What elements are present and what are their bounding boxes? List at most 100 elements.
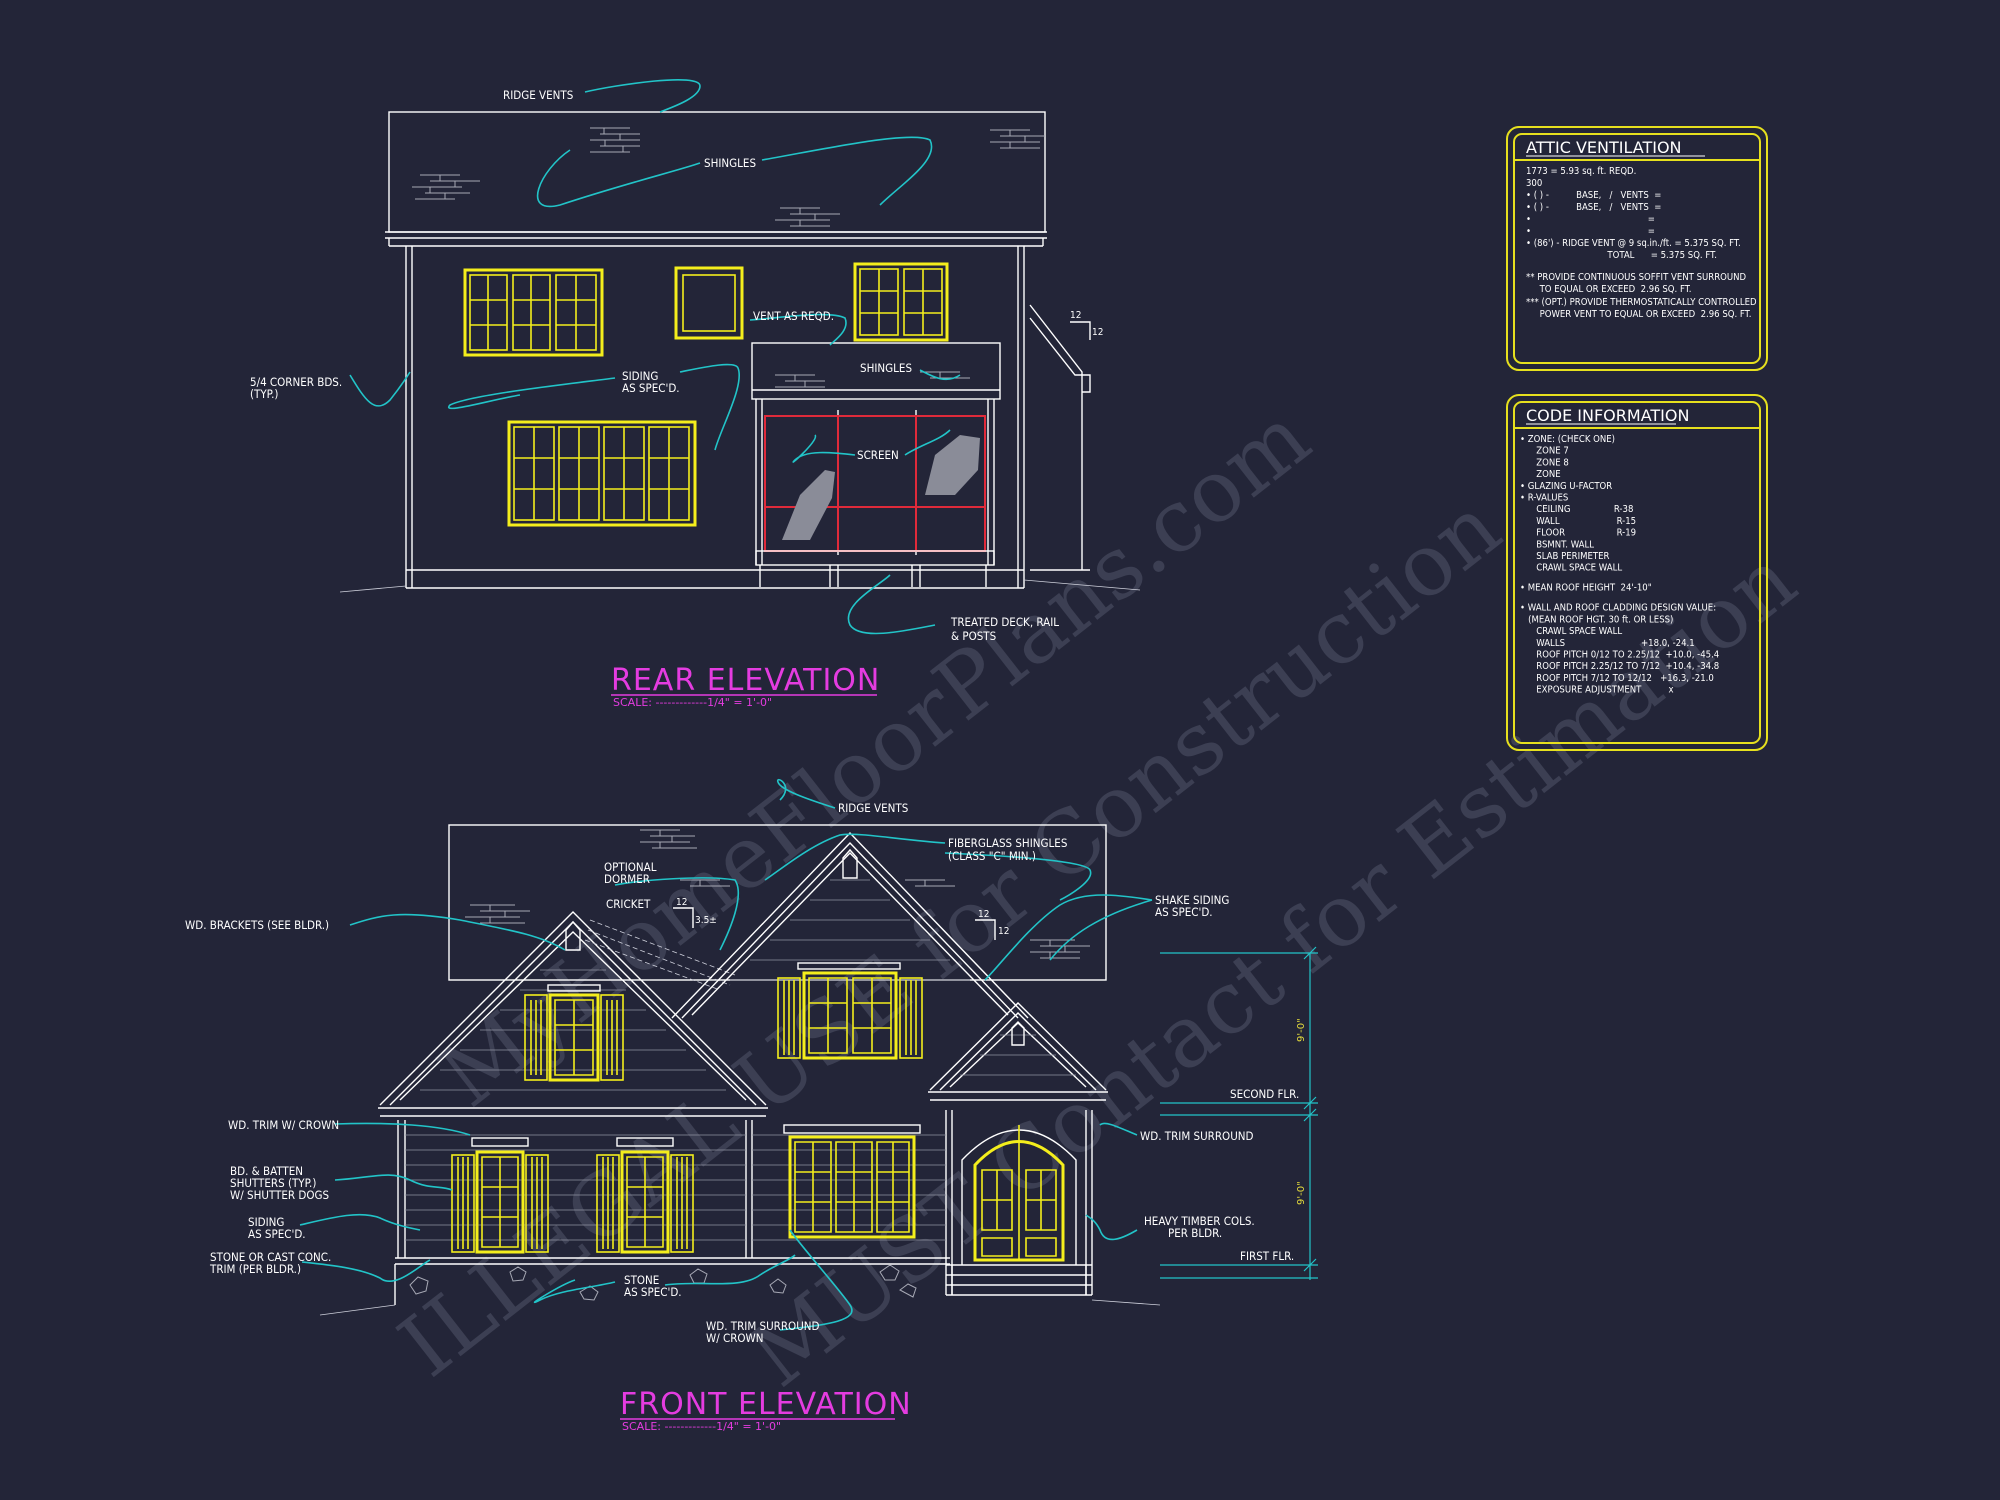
code-information-line: • MEAN ROOF HEIGHT 24'-10": [1520, 583, 1652, 594]
screen-reflection-right: [925, 435, 980, 495]
rear-label-deck-1: TREATED DECK, RAIL: [950, 615, 1059, 629]
code-information-line: ZONE 8: [1520, 457, 1569, 468]
attic-ventilation-line: TO EQUAL OR EXCEED 2.96 SQ. FT.: [1526, 284, 1692, 295]
code-information-line: • ZONE: (CHECK ONE): [1520, 434, 1615, 445]
front-label-fiberglass-1: FIBERGLASS SHINGLES: [948, 836, 1067, 850]
rear-window-upper-right: [853, 262, 949, 342]
rear-pitch-a: 12: [1070, 310, 1081, 321]
code-information-line: • R-VALUES: [1520, 493, 1568, 504]
attic-ventilation-line: *** (OPT.) PROVIDE THERMOSTATICALLY CONT…: [1526, 297, 1757, 308]
front-label-siding-2: AS SPEC'D.: [248, 1227, 306, 1241]
code-information-lines: • ZONE: (CHECK ONE) ZONE 7 ZONE 8 ZONE• …: [1520, 434, 1719, 696]
front-label-ridge-vents: RIDGE VENTS: [838, 801, 908, 815]
rear-pitch-symbol: [1070, 321, 1091, 340]
front-window-left: [451, 1137, 549, 1254]
front-dormer-window-left: [524, 984, 624, 1082]
rear-label-shingles: SHINGLES: [704, 156, 756, 170]
code-information-line: ROOF PITCH 7/12 TO 12/12 +16.3, -21.0: [1520, 673, 1714, 684]
code-information-line: FLOOR R-19: [1520, 528, 1636, 539]
rear-label-corner-bds-2: (TYP.): [250, 387, 278, 401]
front-window-center: [783, 1124, 921, 1239]
front-label-shake-1: SHAKE SIDING: [1155, 893, 1229, 907]
code-information-line: WALLS +18.0, -24.1: [1520, 638, 1695, 649]
attic-ventilation-line: POWER VENT TO EQUAL OR EXCEED 2.96 SQ. F…: [1526, 309, 1751, 320]
code-information-line: EXPOSURE ADJUSTMENT x: [1520, 685, 1674, 696]
rear-elevation-title: REAR ELEVATION: [611, 663, 880, 698]
front-label-dormer-2: DORMER: [604, 872, 650, 886]
cricket-pitch-b: 3.5±: [695, 915, 717, 926]
attic-ventilation-line: 300: [1526, 178, 1542, 189]
code-information-line: • GLAZING U-FACTOR: [1520, 481, 1612, 492]
attic-ventilation-panel: ATTIC VENTILATION 1773 = 5.93 sq. ft. RE…: [1506, 126, 1768, 371]
center-gable-shake: [730, 879, 970, 981]
front-label-trim-crown: WD. TRIM W/ CROWN: [228, 1118, 339, 1132]
front-leaders: [299, 778, 1153, 1331]
front-elevation-title: FRONT ELEVATION: [620, 1387, 912, 1422]
code-information-line: ZONE 7: [1520, 446, 1569, 457]
rear-screened-porch: [751, 342, 1001, 587]
front-label-stone-1: STONE: [624, 1273, 659, 1287]
rear-label-siding-1: SIDING: [622, 369, 658, 383]
rear-label-siding-2: AS SPEC'D.: [622, 381, 680, 395]
code-information-line: (MEAN ROOF HGT. 30 ft. OR LESS): [1520, 614, 1673, 625]
rear-label-porch-shingles: SHINGLES: [860, 361, 912, 375]
front-label-cricket: CRICKET: [606, 897, 651, 911]
code-information-line: ZONE: [1520, 469, 1561, 480]
main-pitch-b: 12: [998, 926, 1009, 937]
front-entry-door: [946, 1125, 1092, 1296]
code-information-line: SLAB PERIMETER: [1520, 551, 1610, 562]
code-information-heading: CODE INFORMATION: [1526, 406, 1689, 425]
front-label-shutters-3: W/ SHUTTER DOGS: [230, 1188, 329, 1202]
rear-elevation: 12 12: [250, 78, 1141, 709]
front-label-timber-1: HEAVY TIMBER COLS.: [1144, 1214, 1255, 1228]
main-pitch-symbol: [975, 919, 996, 940]
rear-leaders: [349, 78, 961, 635]
attic-ventilation-line: • (86') - RIDGE VENT @ 9 sq.in./ft. = 5.…: [1526, 238, 1741, 249]
code-information-line: CRAWL SPACE WALL: [1520, 626, 1622, 637]
cricket-pitch-a: 12: [676, 897, 687, 908]
main-pitch-a: 12: [978, 909, 989, 920]
rear-label-deck-2: & POSTS: [951, 629, 996, 643]
rear-label-screen: SCREEN: [857, 448, 899, 462]
attic-ventilation-line: ** PROVIDE CONTINUOUS SOFFIT VENT SURROU…: [1526, 272, 1747, 283]
dim-upper: 9'-0": [1296, 1018, 1307, 1042]
attic-ventilation-line: • ( ) - BASE, / VENTS =: [1526, 202, 1661, 213]
rear-gable-vent: [674, 266, 744, 340]
code-information-line: BSMNT. WALL: [1520, 539, 1594, 550]
front-label-shutters-2: SHUTTERS (TYP.): [230, 1176, 316, 1190]
front-label-timber-2: PER BLDR.: [1168, 1226, 1222, 1240]
attic-ventilation-line: • ( ) - BASE, / VENTS =: [1526, 190, 1661, 201]
front-roof-brick-pattern: [465, 829, 1090, 959]
rear-window-upper-left: [463, 268, 604, 357]
front-label-siding-1: SIDING: [248, 1215, 284, 1229]
attic-ventilation-line: • =: [1526, 226, 1655, 237]
front-window-middle: [596, 1137, 694, 1254]
code-information-line: ROOF PITCH 2.25/12 TO 7/12 +10.4, -34.8: [1520, 661, 1719, 672]
rear-window-lower: [507, 420, 697, 527]
lap-siding: [405, 1134, 946, 1241]
code-information-line: CRAWL SPACE WALL: [1520, 563, 1622, 574]
attic-ventilation-line: • =: [1526, 214, 1655, 225]
code-information-line: CEILING R-38: [1520, 504, 1633, 515]
front-label-fiberglass-2: (CLASS "C" MIN.): [948, 849, 1036, 863]
stone-pattern: [409, 1264, 917, 1301]
front-elevation: 12 3.5± 12 12 9'-0" 9'-0": [185, 778, 1318, 1433]
front-left-gable: [378, 911, 768, 1117]
front-label-trim-surround: WD. TRIM SURROUND: [1140, 1129, 1254, 1143]
attic-ventilation-line: TOTAL = 5.375 SQ. FT.: [1526, 250, 1717, 261]
front-walls: [319, 1110, 1161, 1316]
front-entry-gable: [928, 1002, 1108, 1101]
code-information-line: • WALL AND ROOF CLADDING DESIGN VALUE:: [1520, 603, 1716, 614]
watermark: MyHomeFloorPlans.com ILLEGAL USE for Con…: [381, 387, 1814, 1406]
front-label-trim-surround-crown-2: W/ CROWN: [706, 1331, 764, 1345]
code-information-line: WALL R-15: [1520, 516, 1636, 527]
attic-ventilation-line: 1773 = 5.93 sq. ft. REQD.: [1526, 166, 1636, 177]
attic-ventilation-heading: ATTIC VENTILATION: [1526, 138, 1682, 157]
front-label-first-floor: FIRST FLR.: [1240, 1249, 1294, 1263]
rear-label-corner-bds-1: 5/4 CORNER BDS.: [250, 375, 342, 389]
front-center-gable: [671, 831, 1029, 1019]
front-label-dormer-1: OPTIONAL: [604, 860, 657, 874]
front-label-stone-2: AS SPEC'D.: [624, 1285, 682, 1299]
front-label-trim-surround-crown-1: WD. TRIM SURROUND: [706, 1319, 820, 1333]
